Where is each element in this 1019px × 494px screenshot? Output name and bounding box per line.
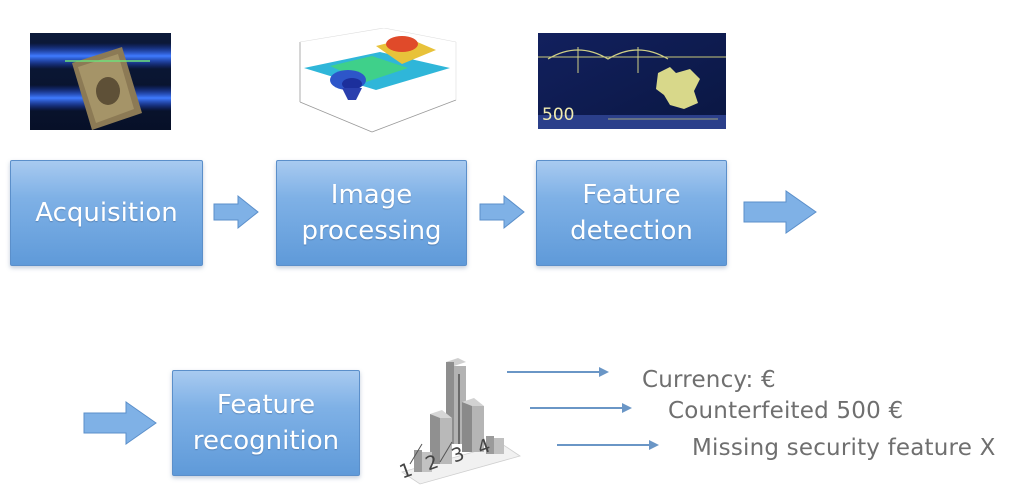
feature-detection-label-line1: Feature <box>582 180 681 210</box>
classifier-histogram-icon: 1 2 3 4 <box>392 352 522 494</box>
feature-recognition-label-line2: recognition <box>192 426 340 456</box>
arrow-right-icon <box>213 194 259 230</box>
arrow-right-icon <box>479 194 525 230</box>
feature-detection-step: Feature detection <box>536 160 727 266</box>
banknote-denomination-label: 500 <box>542 105 575 125</box>
feature-detection-label-line2: detection <box>570 216 693 246</box>
acquisition-photo <box>30 33 171 130</box>
feature-recognition-label-line1: Feature <box>216 390 316 420</box>
result-connector-arrow-icon <box>557 440 659 450</box>
result-counterfeit: Counterfeited 500 € <box>668 398 904 424</box>
arrow-right-icon <box>743 190 817 234</box>
arrow-right-icon <box>83 401 157 445</box>
result-currency: Currency: € <box>642 367 776 393</box>
surface-plot-image <box>290 28 460 136</box>
result-connector-arrow-icon <box>530 403 632 413</box>
acquisition-step-label: Acquisition <box>35 198 178 228</box>
image-processing-label-line2: processing <box>301 216 442 246</box>
result-connector-arrow-icon <box>507 367 609 377</box>
acquisition-step: Acquisition <box>10 160 203 266</box>
image-processing-step: Image processing <box>276 160 467 266</box>
image-processing-label-line1: Image <box>330 180 413 210</box>
result-missing-feature: Missing security feature X <box>692 435 996 461</box>
feature-recognition-step: Feature recognition <box>172 370 360 476</box>
banknote-feature-image: 500 <box>538 33 726 129</box>
